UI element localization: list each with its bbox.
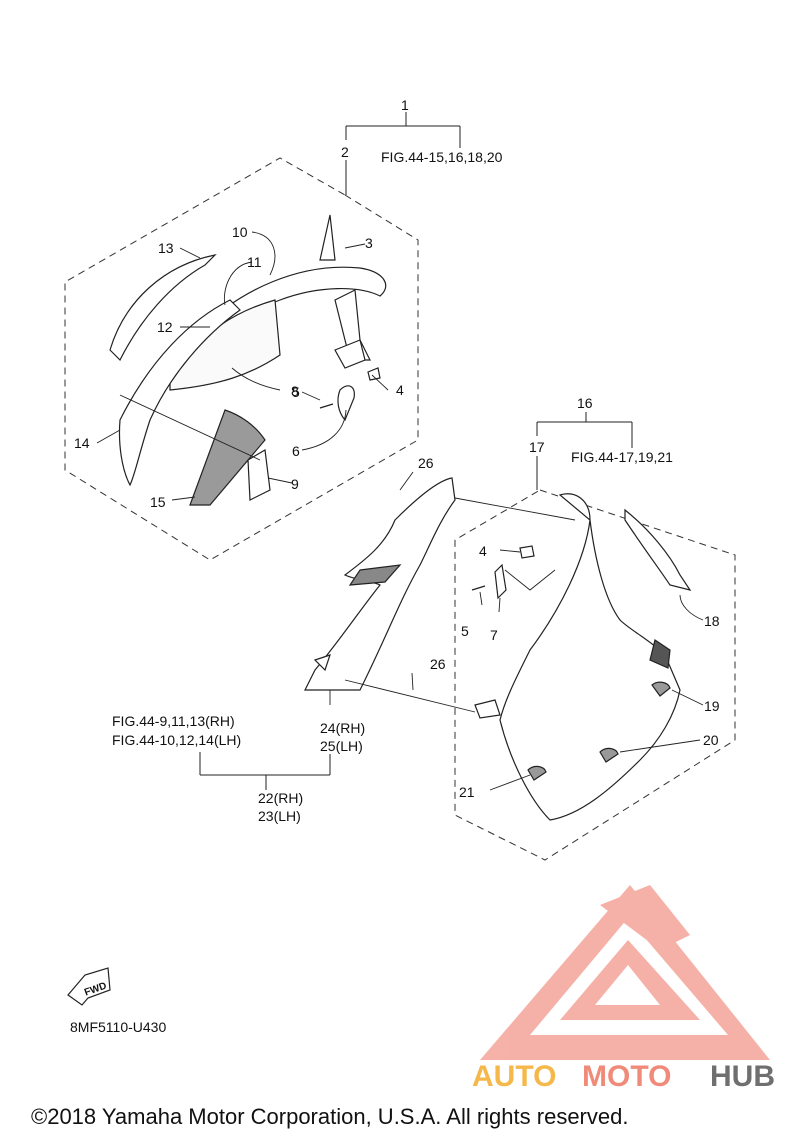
bracket-16 — [536, 412, 633, 490]
fig-ref-lower-right: FIG.44-17,19,21 — [571, 449, 673, 465]
callout-21: 21 — [459, 784, 475, 800]
label-25-lh: 25(LH) — [320, 738, 363, 754]
callout-10: 10 — [232, 224, 248, 240]
label-24-rh: 24(RH) — [320, 720, 365, 736]
copyright-notice: ©2018 Yamaha Motor Corporation, U.S.A. A… — [31, 1104, 628, 1129]
front-fairing-drawing — [471, 493, 692, 821]
callout-14: 14 — [74, 435, 90, 451]
label-22-rh: 22(RH) — [258, 790, 303, 806]
callout-18: 18 — [704, 613, 720, 629]
upper-cowl-drawing — [109, 214, 387, 506]
watermark-auto: AUTO — [472, 1060, 556, 1093]
watermark-hub: HUB — [710, 1060, 775, 1093]
fig-ref-upper: FIG.44-15,16,18,20 — [381, 149, 503, 165]
watermark-logo — [480, 885, 770, 1060]
watermark-moto: MOTO — [582, 1060, 671, 1093]
callout-8: 8 — [291, 383, 299, 399]
side-cowl-drawing — [304, 477, 456, 691]
callout-3: 3 — [365, 235, 373, 251]
upper-leader-lines — [96, 231, 389, 501]
callout-1: 1 — [401, 97, 409, 113]
callout-26-top: 26 — [418, 455, 434, 471]
label-23-lh: 23(LH) — [258, 808, 301, 824]
callout-2: 2 — [341, 144, 349, 160]
callout-9: 9 — [291, 476, 299, 492]
bracket-22 — [199, 752, 331, 790]
callout-19: 19 — [704, 698, 720, 714]
fig-ref-lh: FIG.44-10,12,14(LH) — [112, 732, 241, 748]
callout-20: 20 — [703, 732, 719, 748]
callout-7: 7 — [490, 627, 498, 643]
callout-26-bottom: 26 — [430, 656, 446, 672]
callout-12: 12 — [157, 319, 173, 335]
callout-4-lower: 4 — [479, 543, 487, 559]
callout-11: 11 — [247, 254, 262, 270]
lower-assembly-boundary — [454, 489, 736, 861]
callout-17: 17 — [529, 439, 545, 455]
fig-ref-rh: FIG.44-9,11,13(RH) — [112, 713, 235, 729]
bracket-1 — [345, 112, 461, 195]
callout-5-lower: 5 — [461, 623, 469, 639]
part-code: 8MF5110-U430 — [70, 1019, 166, 1035]
callout-16: 16 — [577, 395, 593, 411]
callout-4: 4 — [396, 382, 404, 398]
fwd-arrow-icon — [67, 967, 111, 1006]
lower-leader-lines — [329, 471, 704, 791]
callout-13: 13 — [158, 240, 174, 256]
callout-6: 6 — [292, 443, 300, 459]
callout-5: 5 — [292, 384, 300, 400]
callout-15: 15 — [150, 494, 166, 510]
